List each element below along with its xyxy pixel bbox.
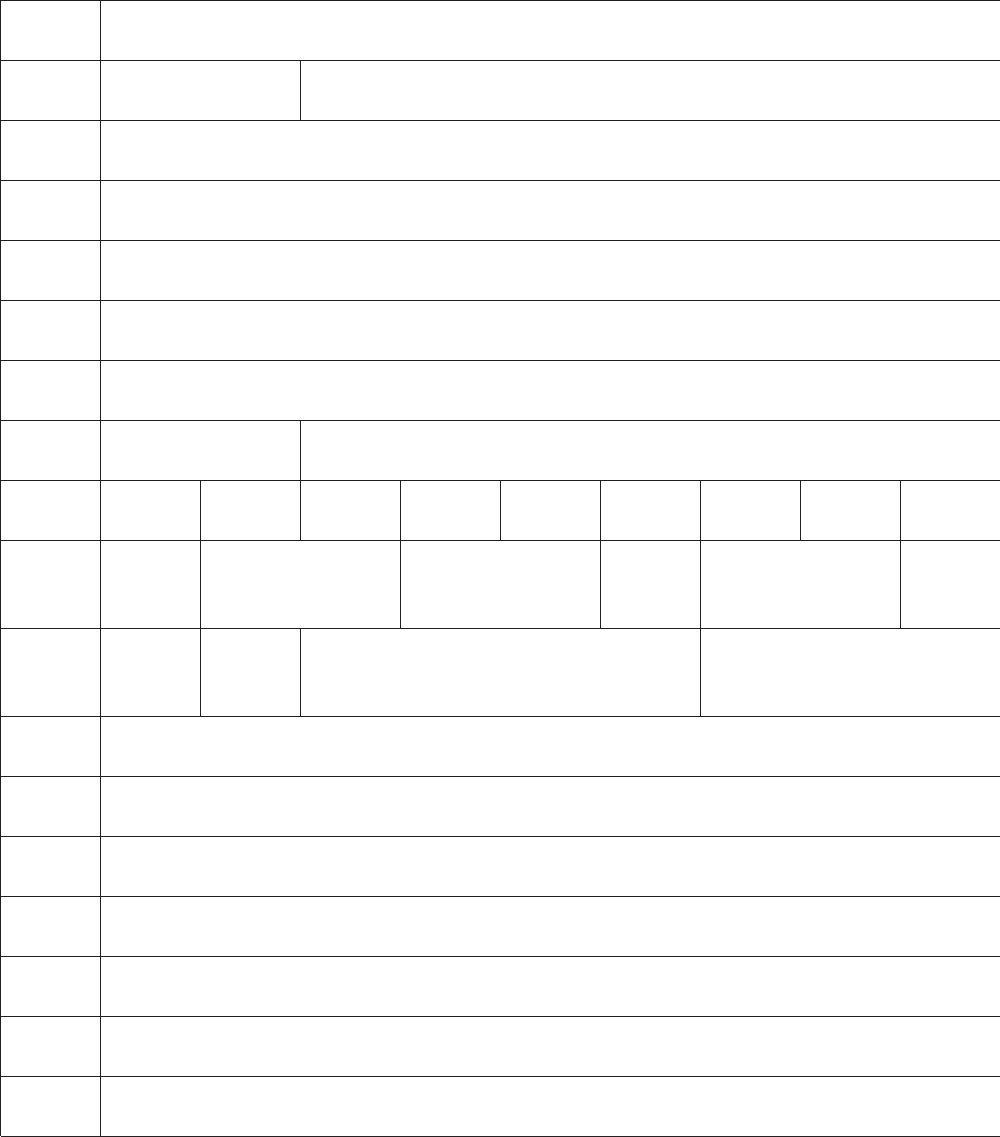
row-10-entry-cell-1	[101, 541, 201, 629]
row-9-entry-cell-8	[801, 481, 901, 541]
row-10-entry-cell-2	[201, 541, 401, 629]
row-1-entry-cell	[101, 1, 1000, 61]
row-6-label-cell	[1, 301, 101, 361]
row-5-entry-cell	[101, 241, 1000, 301]
row-10-entry-cell-6	[901, 541, 1000, 629]
row-2-entry-cell-a	[101, 61, 301, 121]
row-17-entry-cell	[101, 1017, 1000, 1077]
row-9-entry-cell-1	[101, 481, 201, 541]
row-11-entry-cell-3	[301, 629, 701, 717]
row-14-entry-cell	[101, 837, 1000, 897]
row-11-entry-cell-2	[201, 629, 301, 717]
row-18-label-cell	[1, 1077, 101, 1137]
row-9-entry-cell-2	[201, 481, 301, 541]
row-4-entry-cell	[101, 181, 1000, 241]
row-3-entry-cell	[101, 121, 1000, 181]
row-15-entry-cell	[101, 897, 1000, 957]
row-16-label-cell	[1, 957, 101, 1017]
row-15-label-cell	[1, 897, 101, 957]
row-13-label-cell	[1, 777, 101, 837]
row-1-label-cell	[1, 1, 101, 61]
row-13-entry-cell	[101, 777, 1000, 837]
row-10-label-cell	[1, 541, 101, 629]
row-18-entry-cell	[101, 1077, 1000, 1137]
row-2-entry-cell-b	[301, 61, 1000, 121]
row-17-label-cell	[1, 1017, 101, 1077]
row-10-entry-cell-3	[401, 541, 601, 629]
row-9-entry-cell-9	[901, 481, 1000, 541]
row-11-label-cell	[1, 629, 101, 717]
row-8-entry-cell-a	[101, 421, 301, 481]
row-14-label-cell	[1, 837, 101, 897]
row-10-entry-cell-4	[601, 541, 701, 629]
row-11-entry-cell-4	[701, 629, 1000, 717]
row-9-entry-cell-6	[601, 481, 701, 541]
row-7-label-cell	[1, 361, 101, 421]
row-8-entry-cell-b	[301, 421, 1000, 481]
row-9-entry-cell-3	[301, 481, 401, 541]
row-9-entry-cell-5	[501, 481, 601, 541]
row-12-label-cell	[1, 717, 101, 777]
row-16-entry-cell	[101, 957, 1000, 1017]
row-9-entry-cell-4	[401, 481, 501, 541]
row-3-label-cell	[1, 121, 101, 181]
row-9-label-cell	[1, 481, 101, 541]
row-4-label-cell	[1, 181, 101, 241]
row-8-label-cell	[1, 421, 101, 481]
row-9-entry-cell-7	[701, 481, 801, 541]
row-6-entry-cell	[101, 301, 1000, 361]
row-2-label-cell	[1, 61, 101, 121]
row-11-entry-cell-1	[101, 629, 201, 717]
row-10-entry-cell-5	[701, 541, 901, 629]
row-5-label-cell	[1, 241, 101, 301]
row-7-entry-cell	[101, 361, 1000, 421]
row-12-entry-cell	[101, 717, 1000, 777]
